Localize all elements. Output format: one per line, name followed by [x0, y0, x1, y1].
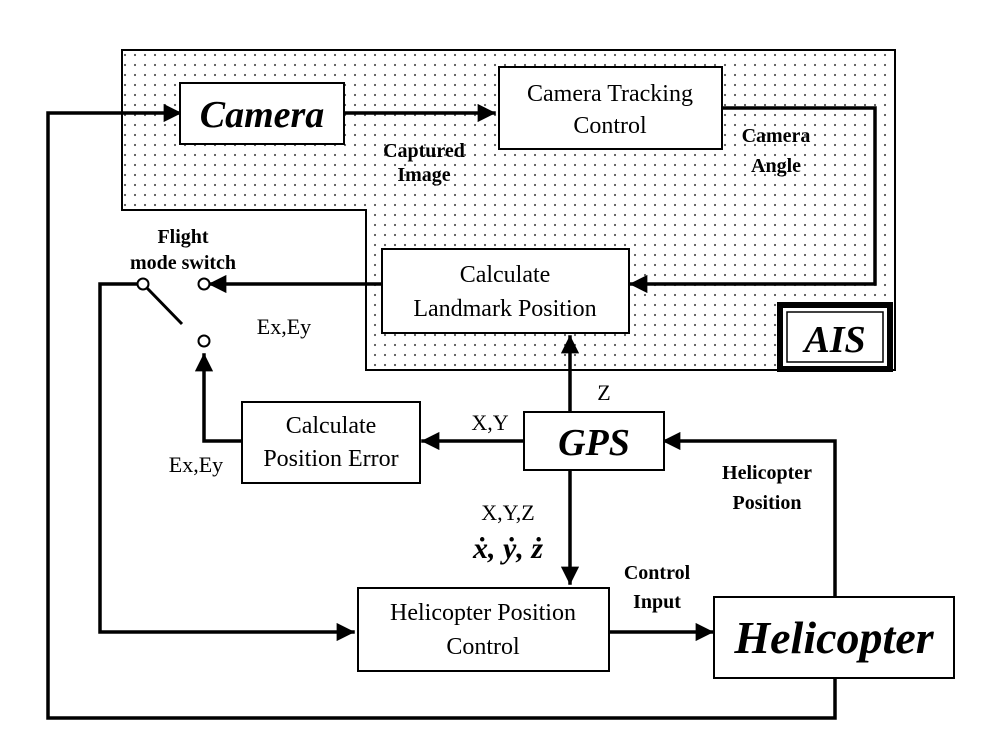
- control-input-label-line1: Control: [624, 562, 691, 584]
- z-label: Z: [597, 380, 610, 405]
- switch-top-contact: [197, 277, 211, 291]
- helicopter-position-arrow: [662, 431, 837, 599]
- helicopter-label: Helicopter: [733, 612, 934, 663]
- ais-block: AIS: [777, 302, 893, 372]
- switch-bottom-contact: [197, 334, 211, 348]
- xyz-label: X,Y,Z: [481, 500, 534, 525]
- helicopter-position-label-line2: Position: [733, 492, 802, 514]
- ex-ey-bottom-label: Ex,Ey: [169, 452, 223, 477]
- flight-mode-switch-label-line2: mode switch: [130, 252, 236, 274]
- camera-angle-label-line1: Camera: [742, 125, 811, 147]
- camera-block: Camera: [179, 82, 345, 145]
- position-error-to-switch-arrow: [194, 353, 244, 443]
- camera-tracking-control-block: Camera Tracking Control: [498, 66, 723, 150]
- feedback-loop-line: [46, 103, 837, 720]
- ex-ey-top-label: Ex,Ey: [257, 314, 311, 339]
- camera-tracking-label-line1: Camera Tracking: [527, 81, 693, 107]
- position-error-label-line1: Calculate: [286, 413, 377, 439]
- landmark-label-line2: Landmark Position: [413, 296, 596, 322]
- camera-angle-label-line2: Angle: [751, 155, 801, 177]
- gps-block: GPS: [523, 411, 665, 471]
- captured-image-label-line1: Captured: [383, 140, 465, 162]
- flight-mode-switch-label-line1: Flight: [157, 226, 208, 248]
- helicopter-position-control-block: Helicopter Position Control: [357, 587, 610, 672]
- switch-to-position-control-arrow: [98, 282, 355, 642]
- helicopter-position-label-line1: Helicopter: [722, 462, 812, 484]
- captured-image-label-line2: Image: [397, 164, 450, 186]
- switch-pivot-contact: [136, 277, 150, 291]
- position-control-label-line2: Control: [446, 634, 520, 660]
- xy-label: X,Y: [471, 410, 508, 435]
- helicopter-block: Helicopter: [713, 596, 955, 679]
- position-control-label-line1: Helicopter Position: [390, 600, 576, 626]
- control-input-label-line2: Input: [633, 591, 681, 613]
- camera-block-label: Camera: [200, 94, 325, 136]
- landmark-label-line1: Calculate: [460, 262, 551, 288]
- ais-label: AIS: [802, 319, 865, 361]
- xyz-dot-label: ẋ, ẏ, ż: [472, 532, 543, 565]
- switch-lever: [145, 286, 184, 326]
- calculate-position-error-block: Calculate Position Error: [241, 401, 421, 484]
- camera-angle-line: [629, 106, 877, 294]
- position-error-label-line2: Position Error: [263, 446, 398, 472]
- camera-tracking-label-line2: Control: [573, 113, 647, 139]
- calculate-landmark-position-block: Calculate Landmark Position: [381, 248, 630, 334]
- gps-label: GPS: [558, 422, 630, 464]
